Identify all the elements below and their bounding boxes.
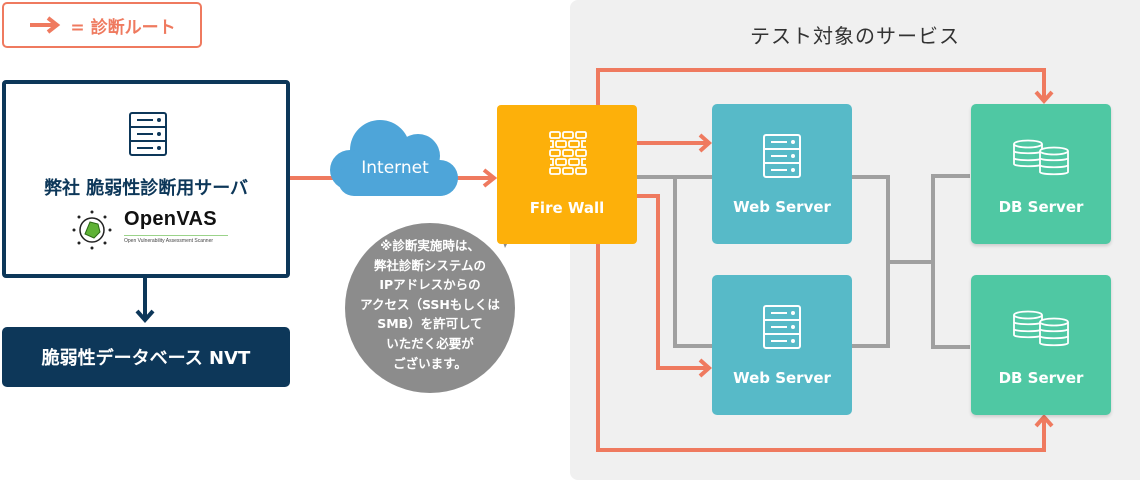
our-scanner-server: 弊社 脆弱性診断用サーバ OpenVAS Open Vulnerability … [2,80,290,278]
fw-to-web2-link [673,177,712,348]
note-line: ※診断実施時は、 [380,238,480,253]
legend-label: = 診断ルート [70,17,176,38]
note-line: いただく必要が [386,335,474,351]
arrow-right-icon [30,16,61,34]
server-icon [129,112,167,156]
note-line: アクセス（SSHもしくは [360,296,500,312]
arrowhead-web1 [698,133,713,153]
web-server-label: Web Server [733,369,831,387]
note-line: ございます。 [393,355,467,371]
cloud-icon [330,120,458,196]
test-area-title: テスト対象のサービス [750,24,960,48]
openvas-underline [124,235,228,236]
firewall-label: Fire Wall [529,199,605,217]
network-links [637,174,970,349]
firewall-node: Fire Wall [497,105,637,244]
note-line: SMB）を許可して [377,316,483,332]
note-line: IPアドレスからの [379,277,481,293]
web-server-node: Web Server [712,275,852,415]
internet-label: Internet [361,158,429,178]
openvas-name: OpenVAS [124,208,217,230]
db-server-label: DB Server [998,198,1084,216]
web1-to-switch-link [852,175,890,348]
note-text: ※診断実施時は、 弊社診断システムの IPアドレスからの アクセス（SSHもしく… [345,236,515,373]
route-bottom-to-db2 [596,244,1046,452]
arrowhead-db1 [1034,90,1054,105]
database-icon [1013,139,1069,176]
db-server-label: DB Server [998,369,1084,387]
openvas-logo: OpenVAS Open Vulnerability Assessment Sc… [70,208,240,252]
route-fw-to-web2 [637,194,708,370]
db-server-node: DB Server [971,104,1111,244]
diagnostic-routes [290,68,1054,452]
db-server-node: DB Server [971,275,1111,415]
note-line: 弊社診断システムの [373,257,487,273]
web-server-node: Web Server [712,104,852,244]
switch-to-db-link [931,174,970,349]
web-server-label: Web Server [733,198,831,216]
nvt-database: 脆弱性データベース NVT [2,327,290,387]
route-top-to-db1 [596,68,1046,105]
arrowhead-fw [482,168,498,188]
database-icon [1013,310,1069,347]
server-icon [763,134,801,178]
arrowhead-web2 [698,358,713,378]
legend: = 診断ルート [2,2,202,48]
openvas-subtitle: Open Vulnerability Assessment Scanner [124,238,214,244]
openvas-logo-icon [72,210,112,250]
brick-wall-icon [549,131,587,175]
scanner-server-label: 弊社 脆弱性診断用サーバ [43,178,249,199]
server-icon [763,305,801,349]
nvt-label: 脆弱性データベース NVT [41,348,251,369]
arrowhead-db2 [1034,413,1054,428]
